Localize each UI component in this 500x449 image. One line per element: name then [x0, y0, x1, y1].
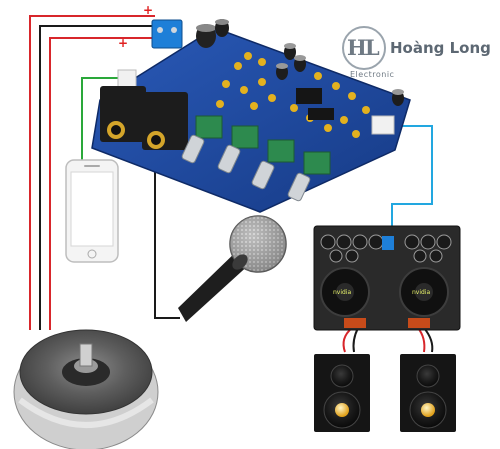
microphone-icon [178, 215, 287, 322]
logo-name: Hoàng Long [390, 39, 491, 57]
svg-text:nvidia: nvidia [412, 289, 430, 296]
positive-polarity-label: + [118, 36, 129, 50]
speaker-wires [342, 327, 434, 353]
ic-chip [308, 108, 334, 120]
svg-text:nvidia: nvidia [333, 289, 351, 296]
karaoke-preamp-board [91, 19, 411, 213]
electrolytic-capacitors [196, 19, 404, 106]
volume-knobs [181, 115, 331, 202]
mic-wire [154, 148, 180, 319]
logo-monogram: HL [347, 35, 380, 60]
logo-tagline: Electronic [350, 70, 395, 79]
amp-signal-wire [385, 125, 433, 238]
brand-logo: HL Hoàng Long Electronic [338, 22, 498, 84]
output-connector [371, 115, 395, 135]
microphone-jacks [100, 86, 188, 150]
ceramic-capacitors [216, 52, 370, 138]
speaker-icon [314, 354, 370, 432]
ic-chip [296, 88, 322, 104]
input-connector [117, 69, 137, 89]
speaker-icon [400, 354, 456, 432]
toroidal-transformer-icon [13, 329, 159, 449]
phone-audio-wire [81, 77, 125, 160]
smartphone-icon [65, 159, 119, 263]
power-terminal-block [151, 19, 183, 49]
power-amplifier-board: nvidia nvidia [313, 225, 461, 331]
power-wires [29, 15, 155, 330]
positive-polarity-label: + [143, 3, 154, 17]
logo-ring [342, 26, 386, 70]
